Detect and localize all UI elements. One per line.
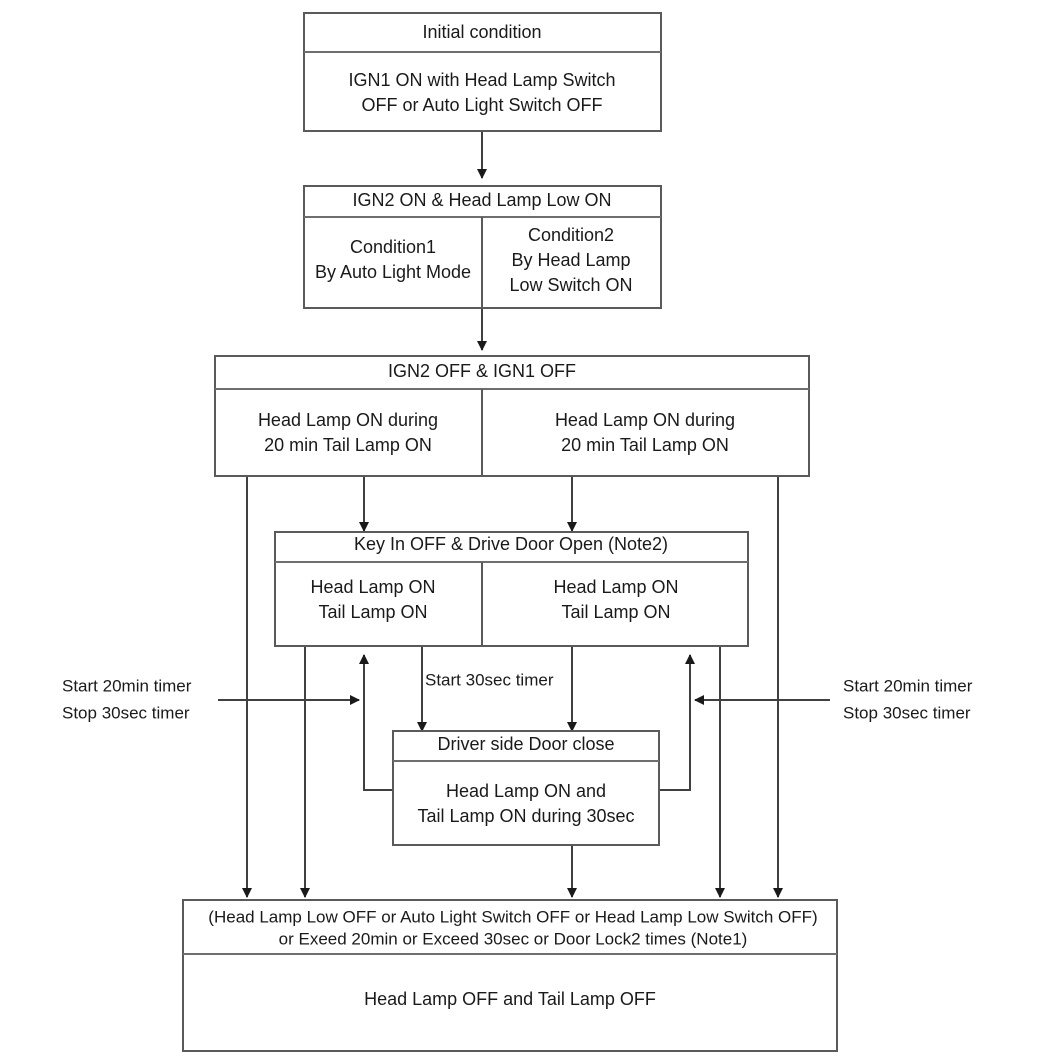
node-keyin-cell2-line-2: Tail Lamp ON — [561, 602, 670, 622]
node-ign2off-cell2-line-2: 20 min Tail Lamp ON — [561, 435, 729, 455]
node-doorclose-frame — [392, 730, 660, 846]
node-initial-condition-header: Initial condition — [422, 22, 541, 42]
node-lampsoff-result-line-1: Head Lamp OFF and Tail Lamp OFF — [364, 989, 656, 1009]
annotation-right-timer-line-2: Stop 30sec timer — [843, 703, 971, 722]
node-initial-condition[interactable]: Initial condition IGN1 ON with Head Lamp… — [303, 12, 662, 132]
connector-doorclose-left-feedback — [359, 654, 393, 791]
connector-layer — [218, 131, 830, 898]
node-ign2on-cell1-line-1: Condition1 — [350, 237, 436, 257]
node-ign2off-cell1-line-2: 20 min Tail Lamp ON — [264, 435, 432, 455]
annotation-center-timer-line-1: Start 30sec timer — [425, 670, 554, 689]
node-lampsoff-frame — [182, 899, 838, 1052]
node-initial-condition-line-1: IGN1 ON with Head Lamp Switch — [348, 70, 615, 90]
annotation-left-timer-line-2: Stop 30sec timer — [62, 703, 190, 722]
node-ign2off-cell1-line-1: Head Lamp ON during — [258, 410, 438, 430]
node-keyin-cell1-line-2: Tail Lamp ON — [318, 602, 427, 622]
annotation-right-timer-line-1: Start 20min timer — [843, 676, 973, 695]
node-keyin-frame — [274, 531, 749, 647]
node-keyin-cell1-line-1: Head Lamp ON — [310, 577, 435, 597]
annotation-left-timer: Start 20min timer Stop 30sec timer — [62, 676, 192, 722]
annotation-center-timer: Start 30sec timer — [425, 670, 554, 689]
node-keyin-cell2-line-1: Head Lamp ON — [553, 577, 678, 597]
node-initial-condition-line-2: OFF or Auto Light Switch OFF — [361, 95, 602, 115]
node-key-in-off-drive-door-open[interactable]: Key In OFF & Drive Door Open (Note2) Hea… — [274, 531, 749, 647]
node-lamps-off[interactable]: (Head Lamp Low OFF or Auto Light Switch … — [182, 899, 838, 1052]
node-ign2off-header: IGN2 OFF & IGN1 OFF — [388, 361, 576, 381]
annotation-left-timer-line-1: Start 20min timer — [62, 676, 192, 695]
connector-doorclose-right-feedback — [659, 654, 695, 791]
node-ign2-on-head-lamp-low-on[interactable]: IGN2 ON & Head Lamp Low ON Condition1 By… — [303, 185, 662, 309]
node-lampsoff-condition-line-1: (Head Lamp Low OFF or Auto Light Switch … — [208, 907, 817, 926]
node-ign2-off-ign1-off[interactable]: IGN2 OFF & IGN1 OFF Head Lamp ON during … — [214, 355, 810, 477]
node-keyin-header: Key In OFF & Drive Door Open (Note2) — [354, 534, 668, 554]
node-doorclose-line-1: Head Lamp ON and — [446, 781, 606, 801]
node-initial-condition-frame — [303, 12, 662, 132]
node-ign2off-cell2-line-1: Head Lamp ON during — [555, 410, 735, 430]
node-ign2off-frame — [214, 355, 810, 477]
node-driver-side-door-close[interactable]: Driver side Door close Head Lamp ON and … — [392, 730, 660, 846]
node-ign2on-cell2-line-2: By Head Lamp — [511, 250, 630, 270]
node-doorclose-line-2: Tail Lamp ON during 30sec — [417, 806, 634, 826]
node-ign2on-cell1-line-2: By Auto Light Mode — [315, 262, 471, 282]
node-lampsoff-condition-line-2: or Exeed 20min or Exceed 30sec or Door L… — [279, 929, 748, 948]
node-doorclose-header: Driver side Door close — [437, 734, 614, 754]
node-ign2on-cell2-line-1: Condition2 — [528, 225, 614, 245]
annotation-right-timer: Start 20min timer Stop 30sec timer — [843, 676, 973, 722]
node-ign2on-cell2-line-3: Low Switch ON — [509, 275, 632, 295]
node-ign2on-header: IGN2 ON & Head Lamp Low ON — [352, 190, 611, 210]
